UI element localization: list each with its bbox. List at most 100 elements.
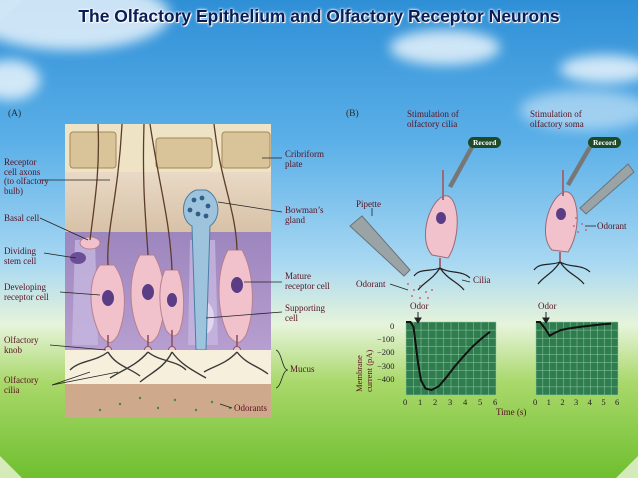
odorant-dots — [573, 217, 587, 233]
y-tick: −400 — [377, 374, 395, 384]
current-trace — [536, 321, 612, 338]
record-badge: Record — [468, 137, 502, 148]
neuron-soma-stimulation — [533, 146, 635, 285]
odorant-dots — [407, 283, 433, 299]
label-receptor-axons: Receptor cell axons (to olfactory bulb) — [4, 157, 49, 196]
current-trace — [406, 321, 491, 392]
corner-top-left — [0, 0, 22, 22]
neuron-cilia-stimulation — [349, 146, 474, 299]
label-stim-soma: Stimulation of olfactory soma — [530, 109, 584, 129]
label-olfactory-knob: Olfactory knob — [4, 335, 39, 355]
neuron-nucleus — [436, 212, 446, 224]
x-axis-label: Time (s) — [496, 407, 527, 417]
label-stim-cilia: Stimulation of olfactory cilia — [407, 109, 459, 129]
label-mucus: Mucus — [290, 364, 315, 374]
neuron-cilia — [533, 261, 591, 285]
label-odor-1: Odor — [410, 301, 429, 311]
y-axis-label: Membrane current (pA) — [354, 350, 374, 392]
x-tick: 5 — [478, 397, 483, 407]
label-line: receptor cell — [4, 291, 49, 302]
leader-lines — [39, 157, 289, 409]
x-tick: 4 — [463, 397, 468, 407]
label-line: Stimulation of — [407, 109, 459, 119]
label-line: olfactory cilia — [407, 118, 458, 129]
trace-cilia — [406, 321, 491, 392]
label-dividing-stem-cell: Dividing stem cell — [4, 246, 37, 266]
label-line: cell — [285, 312, 298, 323]
x-tick: 5 — [601, 397, 606, 407]
receptor-nucleus — [142, 284, 154, 300]
bone-block — [69, 131, 117, 169]
neuron-soma — [425, 195, 458, 259]
cloud — [520, 90, 638, 130]
label-cilia-b: Cilia — [473, 275, 491, 285]
x-tick: 2 — [433, 397, 438, 407]
neuron-soma — [545, 191, 578, 253]
label-line: Supporting — [285, 303, 326, 313]
gland-cells — [187, 195, 211, 219]
supporting-cell — [72, 240, 98, 345]
label-developing-receptor: Developing receptor cell — [4, 282, 49, 302]
receptor-nucleus — [102, 290, 114, 306]
cloud — [390, 30, 500, 65]
label-line: Cribriform — [285, 149, 324, 159]
mucus-layer — [65, 350, 271, 384]
y-tick: −100 — [377, 334, 395, 344]
label-line: bulb) — [4, 185, 23, 196]
label-supporting-cell: Supporting cell — [285, 303, 326, 323]
receptor-cell — [218, 249, 253, 343]
label-line: Stimulation of — [530, 109, 582, 119]
receptor-nucleus — [167, 293, 177, 307]
label-bowmans-gland: Bowman’s gland — [285, 205, 324, 225]
label-odor-2: Odor — [538, 301, 557, 311]
label-line: Developing — [4, 282, 46, 292]
label-line: plate — [285, 158, 303, 169]
plot-grid — [535, 321, 619, 396]
x-tick: 3 — [574, 397, 579, 407]
dendrites — [107, 330, 238, 348]
label-line: Olfactory — [4, 375, 39, 385]
panel-a-label: (A) — [8, 109, 22, 119]
bone-block — [221, 131, 271, 169]
y-tick: −300 — [377, 361, 395, 371]
y-tick: −200 — [377, 347, 395, 357]
trace-soma — [536, 321, 612, 338]
bone-block — [155, 137, 213, 169]
odor-arrows — [414, 312, 550, 324]
x-tick: 0 — [403, 397, 408, 407]
label-line: knob — [4, 344, 22, 355]
x-tick: 2 — [560, 397, 565, 407]
label-line: olfactory soma — [530, 118, 584, 129]
label-line: cilia — [4, 384, 20, 395]
pipette — [579, 163, 635, 215]
x-tick: 1 — [546, 397, 551, 407]
record-electrode — [566, 146, 592, 186]
label-line: Mature — [285, 271, 311, 281]
x-tick: 4 — [587, 397, 592, 407]
label-olfactory-cilia: Olfactory cilia — [4, 375, 39, 395]
label-line: Bowman’s — [285, 205, 324, 215]
plot-grid — [405, 321, 497, 396]
label-line: stem cell — [4, 255, 37, 266]
neuron-cilia — [413, 267, 471, 291]
label-line: Membrane — [354, 355, 364, 392]
label-line: Receptor — [4, 157, 37, 167]
x-tick: 3 — [448, 397, 453, 407]
label-pipette: Pipette — [356, 199, 381, 209]
panel-b-label: (B) — [346, 109, 359, 119]
label-cribriform-plate: Cribriform plate — [285, 149, 324, 169]
cilia — [69, 351, 269, 383]
receptor-axons — [89, 124, 238, 271]
label-line: Dividing — [4, 246, 37, 256]
corner-bottom-left — [0, 456, 22, 478]
neuron-nucleus — [556, 208, 566, 220]
label-line: Olfactory — [4, 335, 39, 345]
record-badge: Record — [588, 137, 622, 148]
record-electrode — [448, 146, 474, 188]
slide-title: The Olfactory Epithelium and Olfactory R… — [78, 6, 560, 26]
label-odorants: Odorants — [234, 403, 267, 413]
y-tick: 0 — [390, 321, 395, 331]
